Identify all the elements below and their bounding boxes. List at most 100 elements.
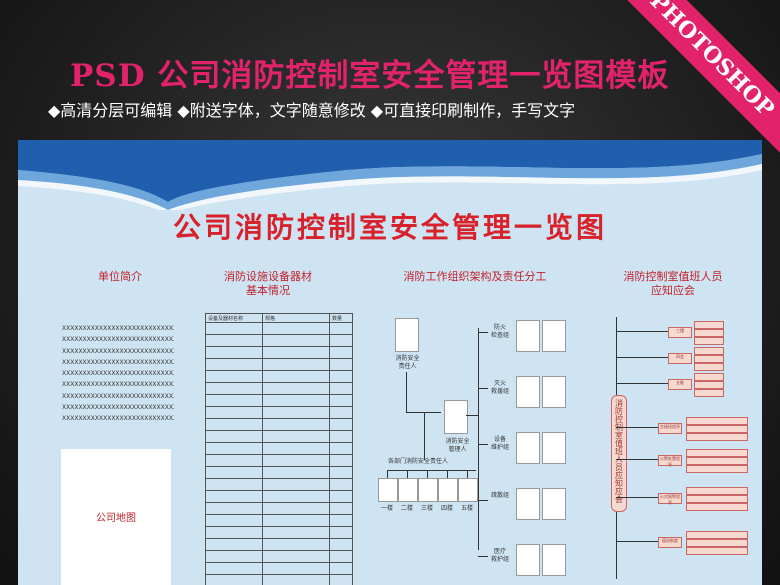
table-row	[205, 550, 353, 563]
table-cell	[205, 562, 263, 575]
duty-leaf-node	[686, 495, 748, 503]
table-cell	[329, 502, 353, 515]
team-photo	[516, 544, 540, 576]
table-row	[205, 574, 353, 585]
manager-photo	[444, 400, 468, 434]
table-cell	[262, 346, 330, 359]
duty-leaf-node	[686, 465, 748, 473]
table-cell	[205, 466, 263, 479]
team-photo	[542, 432, 566, 464]
table-cell	[262, 502, 330, 515]
floor-label: 二楼	[400, 505, 413, 512]
duty-leaf-node	[694, 337, 724, 345]
table-cell	[205, 346, 263, 359]
table-cell	[329, 430, 353, 443]
duty-branch-node: 火灾报警程序	[658, 493, 682, 505]
duty-leaf-node	[686, 531, 748, 539]
table-row	[205, 454, 353, 467]
floor-photo	[378, 478, 398, 502]
table-cell	[262, 334, 330, 347]
duty-branch-label: 火警处置程序	[660, 456, 680, 467]
intro-line: XXXXXXXXXXXXXXXXXXXXXXXXXXXXXX	[62, 404, 174, 412]
duty-leaf-node	[694, 329, 724, 337]
officer-photo	[395, 318, 419, 352]
intro-line: XXXXXXXXXXXXXXXXXXXXXXXXXXXXXX	[62, 370, 174, 378]
table-cell	[205, 514, 263, 527]
table-cell	[262, 538, 330, 551]
intro-line: XXXXXXXXXXXXXXXXXXXXXXXXXXXXXX	[62, 325, 174, 332]
promo-title: PSD 公司消防控制室安全管理一览图模板	[70, 58, 670, 94]
duty-branch-node: 火警处置程序	[658, 455, 682, 467]
team-label: 医疗 救护组	[490, 548, 509, 563]
floor-photo	[438, 478, 458, 502]
wave-header-decoration	[18, 140, 762, 210]
table-cell	[262, 382, 330, 395]
feature-list: ◆高清分层可编辑 ◆附送字体，文字随意修改 ◆可直接印刷制作，手写文字	[48, 101, 576, 120]
heading-duty-line1: 消防控制室值班人员	[623, 270, 723, 283]
map-label: 公司地图	[96, 513, 136, 524]
team-photo	[516, 320, 540, 352]
heading-equipment-line1: 消防设施设备器材	[224, 270, 312, 283]
duty-leaf-node	[694, 355, 724, 363]
table-cell	[205, 442, 263, 455]
table-cell	[262, 466, 330, 479]
duty-branch-label: 三懂	[676, 328, 684, 333]
duty-branch-label: 四会	[676, 354, 684, 359]
table-row	[205, 406, 353, 419]
table-row	[205, 466, 353, 479]
table-header-cell: 规格	[262, 313, 330, 323]
duty-mindmap: 消防控制室值班人员应知应会 三懂 四会 五能 交接班程序	[608, 305, 762, 585]
org-chart: 消防安全 责任人 消防安全 管理人 各部门消防安全责任人 一楼 二楼 三楼 四楼…	[358, 310, 566, 585]
duty-leaf-node	[694, 381, 724, 389]
duty-leaf-node	[686, 487, 748, 495]
table-cell	[205, 490, 263, 503]
table-row	[205, 502, 353, 515]
duty-branch-label: 五能	[676, 380, 684, 385]
poster-board: 公司消防控制室安全管理一览图 单位简介 消防设施设备器材 基本情况 消防工作组织…	[18, 140, 762, 585]
duty-leaf-node	[694, 373, 724, 381]
table-cell	[329, 370, 353, 383]
team-label: 疏散组	[490, 492, 509, 499]
table-cell	[262, 454, 330, 467]
table-cell	[262, 574, 330, 585]
heading-equipment-line2: 基本情况	[246, 284, 290, 297]
table-cell	[329, 550, 353, 563]
heading-duty-line2: 应知应会	[651, 284, 695, 297]
table-cell	[262, 370, 330, 383]
table-cell	[329, 394, 353, 407]
table-row	[205, 334, 353, 347]
table-cell	[205, 430, 263, 443]
table-cell	[329, 442, 353, 455]
table-cell	[205, 502, 263, 515]
dept-heads-label: 各部门消防安全责任人	[387, 458, 448, 465]
intro-line: XXXXXXXXXXXXXXXXXXXXXXXXXXXXXX	[62, 336, 174, 344]
duty-branch-node: 交接班程序	[658, 423, 682, 434]
table-cell	[205, 370, 263, 383]
duty-leaf-node	[694, 347, 724, 355]
table-row	[205, 370, 353, 383]
safety-officer-label: 消防安全 责任人	[395, 355, 420, 370]
table-cell	[205, 382, 263, 395]
team-photo	[542, 488, 566, 520]
team-label: 防火 检查组	[490, 324, 509, 339]
table-cell	[329, 418, 353, 431]
duty-branch-label: 值班制度	[662, 538, 678, 543]
table-row	[205, 322, 353, 335]
floor-photo	[458, 478, 478, 502]
table-cell	[205, 334, 263, 347]
duty-branch-node: 值班制度	[658, 537, 682, 548]
duty-branch-node: 四会	[668, 353, 692, 364]
floor-label: 一楼	[380, 505, 393, 512]
table-cell	[329, 490, 353, 503]
table-cell	[262, 394, 330, 407]
table-cell	[205, 538, 263, 551]
duty-leaf-node	[686, 547, 748, 555]
equipment-table: 设备及器材名称 规格 数量	[205, 313, 353, 585]
floor-photo	[418, 478, 438, 502]
team-photo	[542, 544, 566, 576]
floor-label: 四楼	[440, 505, 453, 512]
safety-manager-label: 消防安全 管理人	[445, 438, 470, 453]
table-cell	[262, 514, 330, 527]
table-cell	[329, 382, 353, 395]
table-cell	[262, 526, 330, 539]
